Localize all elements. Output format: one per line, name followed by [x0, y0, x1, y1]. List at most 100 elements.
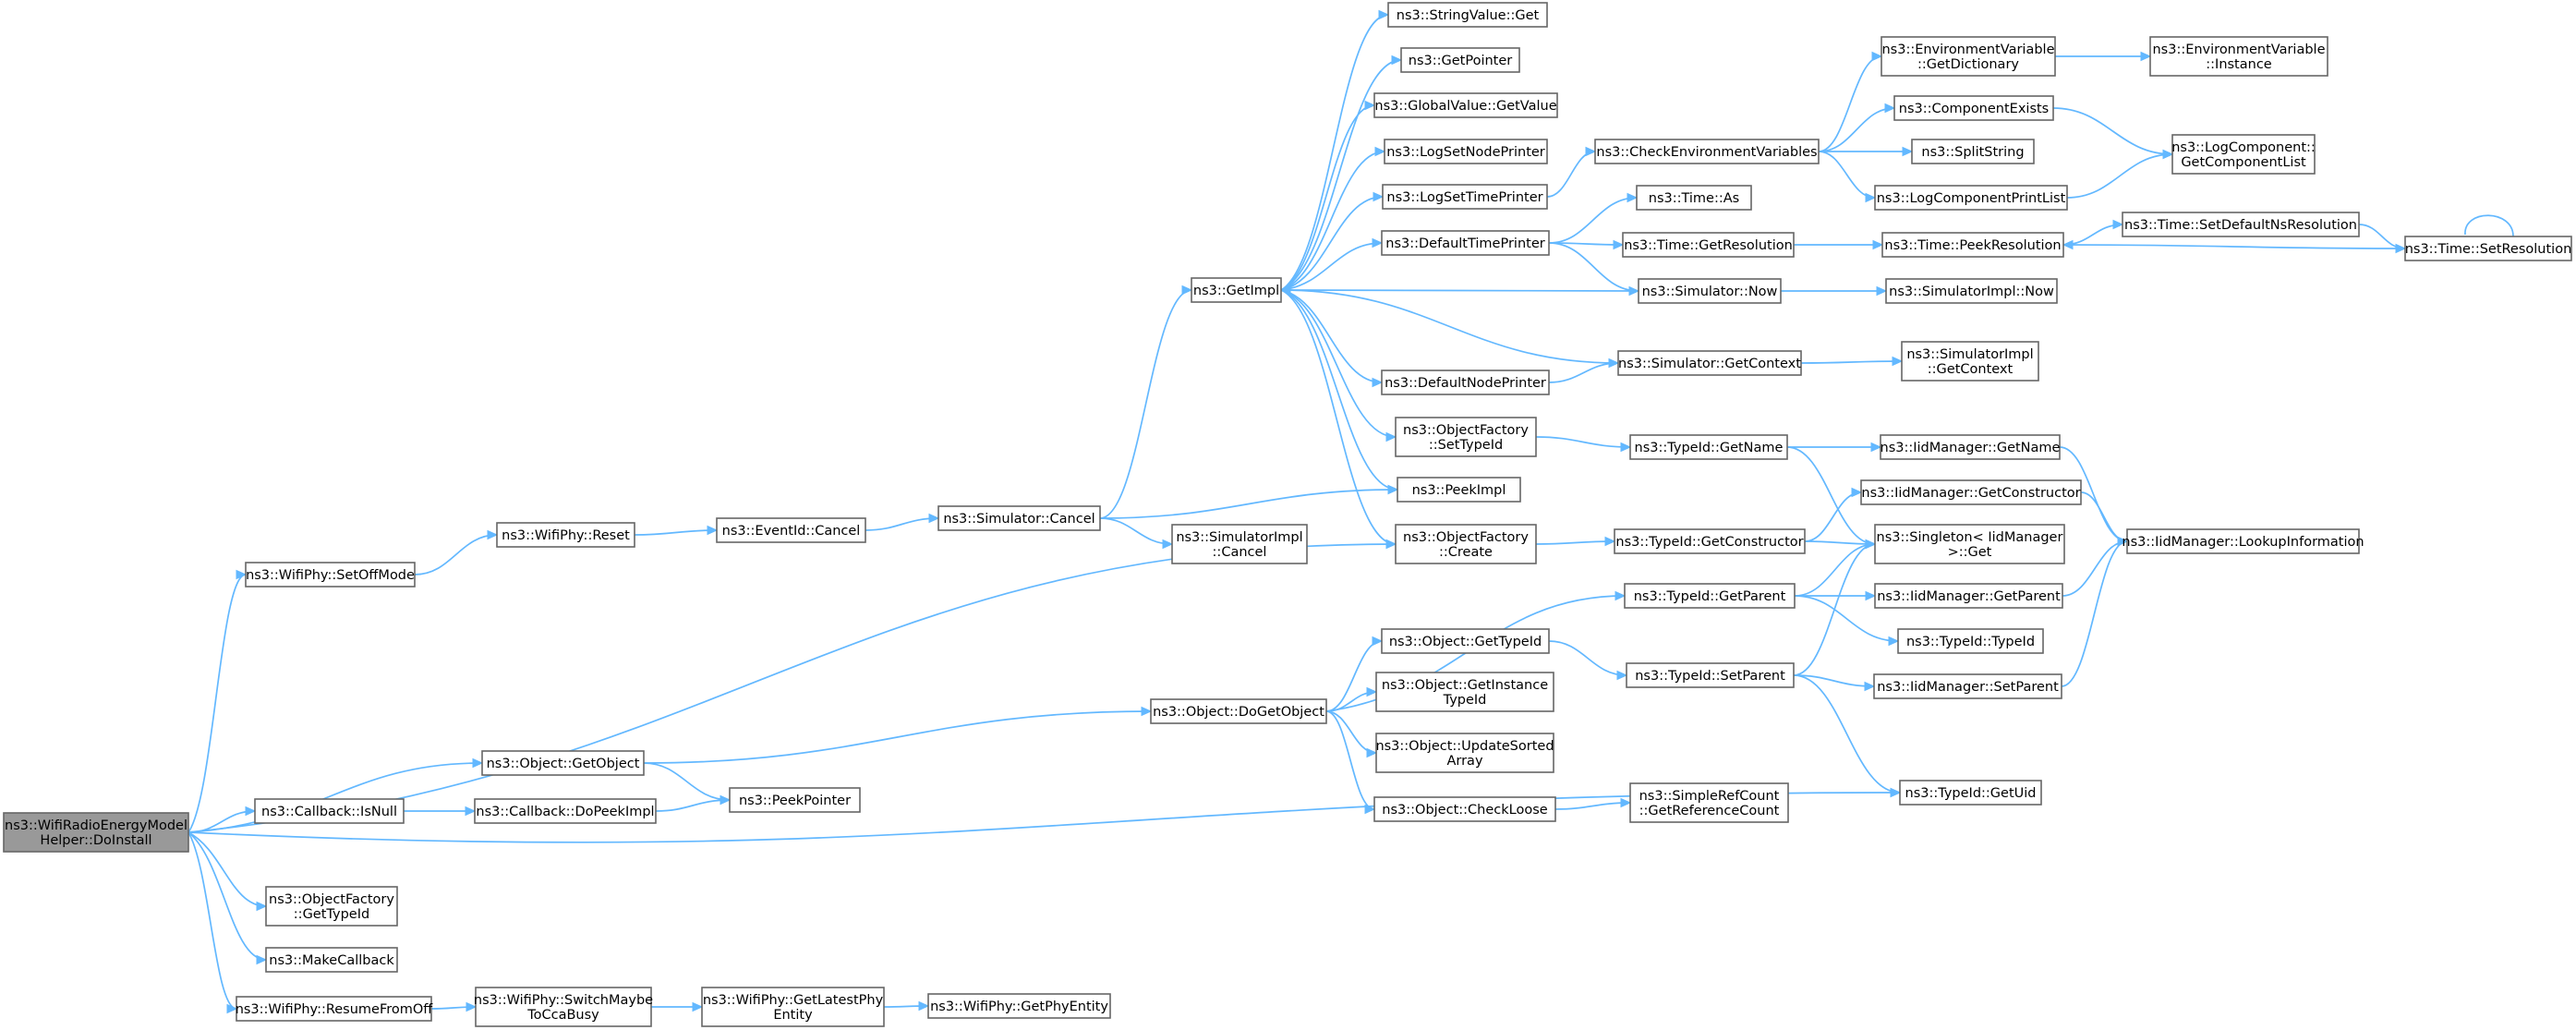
node-typeid-getparent[interactable]: ns3::TypeId::GetParent	[1624, 583, 1796, 609]
node-box	[1880, 434, 2061, 460]
node-box	[1860, 479, 2082, 505]
node-label: ns3::DefaultTimePrinter	[1385, 236, 1544, 251]
node-time-as[interactable]: ns3::Time::As	[1636, 185, 1752, 211]
edge-wifiphy-reset-to-eventid-cancel	[634, 529, 718, 536]
node-stringvalue-get[interactable]: ns3::StringValue::Get	[1387, 2, 1548, 28]
node-globalvalue-getvalue[interactable]: ns3::GlobalValue::GetValue	[1373, 92, 1558, 118]
node-time-setresolution[interactable]: ns3::Time::SetResolution	[2404, 236, 2572, 261]
arrowhead	[487, 529, 499, 540]
arrowhead	[1385, 539, 1397, 550]
node-iidmanager-getconstructor[interactable]: ns3::IidManager::GetConstructor	[1860, 479, 2082, 505]
arrowhead	[1870, 442, 1882, 453]
node-object-gettypeid[interactable]: ns3::Object::GetTypeId	[1381, 628, 1550, 654]
node-box	[2149, 36, 2328, 77]
node-iidmanager-setparent[interactable]: ns3::IidManager::SetParent	[1873, 673, 2062, 699]
node-eventid-cancel[interactable]: ns3::EventId::Cancel	[716, 517, 866, 543]
node-objectfactory-settypeid[interactable]: ns3::ObjectFactory::SetTypeId	[1395, 417, 1537, 457]
node-getimpl[interactable]: ns3::GetImpl	[1191, 277, 1282, 303]
arrowhead	[1162, 539, 1174, 550]
node-getpointer[interactable]: ns3::GetPointer	[1400, 47, 1520, 73]
arrowhead	[918, 1000, 930, 1012]
node-wifiphy-getphyentity[interactable]: ns3::WifiPhy::GetPhyEntity	[927, 993, 1111, 1019]
node-singleton-get[interactable]: ns3::Singleton< IidManager>::Get	[1874, 524, 2065, 564]
node-objectfactory-gettypeid[interactable]: ns3::ObjectFactory::GetTypeId	[265, 886, 398, 927]
node-simulatorimpl-getcontext[interactable]: ns3::SimulatorImpl::GetContext	[1901, 341, 2039, 382]
node-logcomponentprintlist[interactable]: ns3::LogComponentPrintList	[1874, 185, 2068, 211]
node-object-dogetobject[interactable]: ns3::Object::DoGetObject	[1150, 698, 1327, 724]
node-typeid-setparent[interactable]: ns3::TypeId::SetParent	[1626, 662, 1795, 688]
node-simplerefcount-getreferencecount[interactable]: ns3::SimpleRefCount::GetReferenceCount	[1629, 782, 1789, 823]
node-iidmanager-getname[interactable]: ns3::IidManager::GetName	[1880, 434, 2061, 460]
node-defaulttimeprinter[interactable]: ns3::DefaultTimePrinter	[1381, 230, 1550, 256]
edge-object-getobject-to-object-dogetobject	[643, 710, 1152, 764]
node-iidmanager-getparent[interactable]: ns3::IidManager::GetParent	[1874, 583, 2063, 609]
node-box	[1874, 524, 2065, 564]
node-logsetnodeprinter[interactable]: ns3::LogSetNodePrinter	[1384, 139, 1548, 164]
node-box	[1384, 139, 1548, 164]
node-box	[475, 987, 652, 1027]
node-label: ns3::LogComponent::	[2171, 140, 2316, 155]
arrowhead	[256, 954, 268, 965]
node-simulator-now[interactable]: ns3::Simulator::Now	[1638, 278, 1782, 304]
edge-callback-dopeekimpl-to-peekpointer	[655, 799, 731, 812]
node-simulator-cancel[interactable]: ns3::Simulator::Cancel	[937, 505, 1101, 531]
arrowhead	[256, 901, 268, 912]
node-wifiphy-setoffmode[interactable]: ns3::WifiPhy::SetOffMode	[245, 562, 416, 588]
edge-getimpl-to-defaulttimeprinter	[1280, 242, 1383, 291]
node-peekimpl[interactable]: ns3::PeekImpl	[1397, 477, 1521, 503]
node-label: ns3::TypeId::SetParent	[1635, 669, 1785, 684]
node-box	[1874, 185, 2068, 211]
node-callback-isnull[interactable]: ns3::Callback::IsNull	[254, 798, 405, 824]
node-simulatorimpl-cancel[interactable]: ns3::SimulatorImpl::Cancel	[1171, 524, 1308, 564]
node-label: ns3::CheckEnvironmentVariables	[1596, 145, 1817, 160]
node-envvar-instance[interactable]: ns3::EnvironmentVariable::Instance	[2149, 36, 2328, 77]
node-time-peekresolution[interactable]: ns3::Time::PeekResolution	[1881, 232, 2064, 258]
node-label: ns3::WifiPhy::ResumeFromOff	[236, 1002, 434, 1017]
node-envvar-getdictionary[interactable]: ns3::EnvironmentVariable::GetDictionary	[1881, 36, 2056, 77]
edge-defaulttimeprinter-to-time-as	[1548, 197, 1638, 244]
node-defaultnodeprinter[interactable]: ns3::DefaultNodePrinter	[1381, 370, 1550, 395]
node-splitstring[interactable]: ns3::SplitString	[1911, 139, 2035, 164]
node-wifiphy-reset[interactable]: ns3::WifiPhy::Reset	[496, 522, 635, 548]
arrowhead	[1851, 487, 1863, 498]
node-time-setdefaultnsresolution[interactable]: ns3::Time::SetDefaultNsResolution	[2122, 212, 2360, 237]
node-componentexists[interactable]: ns3::ComponentExists	[1893, 95, 2054, 121]
node-callback-dopeekimpl[interactable]: ns3::Callback::DoPeekImpl	[474, 798, 657, 824]
node-box	[3, 812, 189, 853]
node-iidmanager-lookupinformation[interactable]: ns3::IidManager::LookupInformation	[2122, 528, 2364, 554]
node-typeid-typeid[interactable]: ns3::TypeId::TypeId	[1897, 628, 2044, 654]
edge-root-to-wifiphy-resumefromoff	[187, 831, 237, 1010]
edge-object-dogetobject-to-object-checkloose	[1325, 710, 1375, 810]
arrowhead	[1876, 285, 1888, 297]
node-simulator-getcontext[interactable]: ns3::Simulator::GetContext	[1617, 350, 1802, 376]
node-objectfactory-create[interactable]: ns3::ObjectFactory::Create	[1395, 524, 1537, 564]
node-object-checkloose[interactable]: ns3::Object::CheckLoose	[1373, 796, 1556, 822]
edge-iidmanager-getconstructor-to-iidmanager-lookupinformation	[2080, 491, 2128, 542]
node-peekpointer[interactable]: ns3::PeekPointer	[729, 787, 861, 813]
node-object-getobject[interactable]: ns3::Object::GetObject	[481, 750, 645, 776]
node-logcomponent-getcomponentlist[interactable]: ns3::LogComponent::GetComponentList	[2171, 134, 2316, 175]
node-root[interactable]: ns3::WifiRadioEnergyModelHelper::DoInsta…	[3, 812, 189, 853]
node-time-getresolution[interactable]: ns3::Time::GetResolution	[1622, 232, 1795, 258]
node-checkenvvars[interactable]: ns3::CheckEnvironmentVariables	[1594, 139, 1820, 164]
node-box	[2404, 236, 2572, 261]
node-wifiphy-resumefromoff[interactable]: ns3::WifiPhy::ResumeFromOff	[236, 996, 434, 1022]
node-typeid-getuid[interactable]: ns3::TypeId::GetUid	[1899, 780, 2042, 806]
edge-time-setresolution-to-time-peekresolution	[2062, 244, 2406, 249]
node-label: ::GetContext	[1928, 362, 2014, 377]
node-box	[701, 987, 885, 1027]
node-label: ns3::Object::GetTypeId	[1389, 635, 1542, 649]
node-makecallback[interactable]: ns3::MakeCallback	[265, 947, 398, 973]
node-typeid-getconstructor[interactable]: ns3::TypeId::GetConstructor	[1614, 528, 1806, 554]
node-simulatorimpl-now[interactable]: ns3::SimulatorImpl::Now	[1885, 278, 2058, 304]
node-box	[1881, 232, 2064, 258]
node-typeid-getname[interactable]: ns3::TypeId::GetName	[1629, 434, 1788, 460]
node-logsettimeprinter[interactable]: ns3::LogSetTimePrinter	[1382, 184, 1548, 210]
node-box	[1373, 796, 1556, 822]
arrowhead	[1372, 237, 1384, 248]
